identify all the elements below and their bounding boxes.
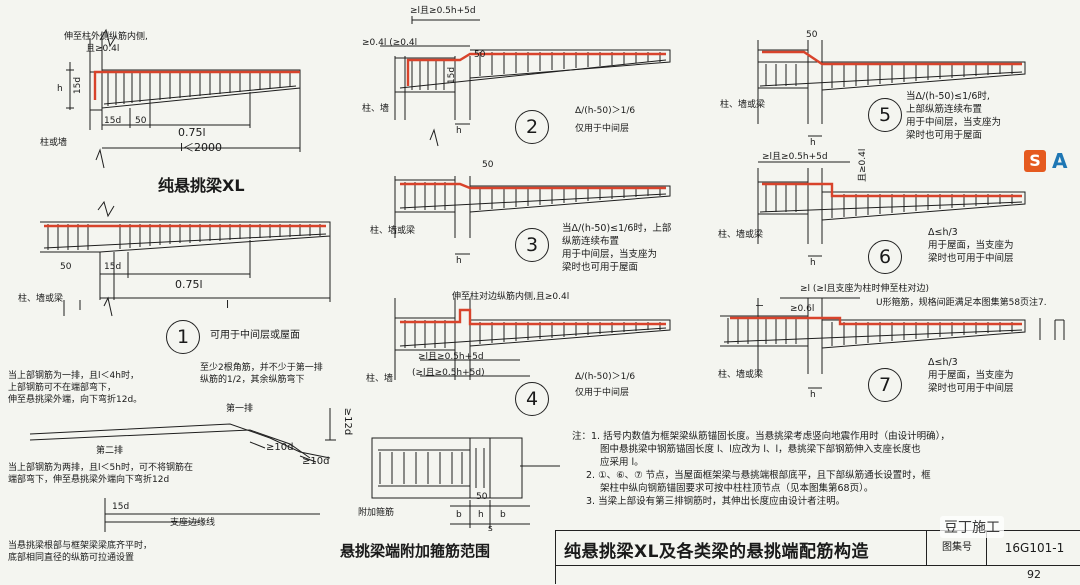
d5-support: 柱、墙或梁: [720, 100, 766, 110]
detail-number-5: 5: [868, 98, 902, 132]
d5-50: 50: [806, 30, 818, 40]
xl-support: 柱或墙: [40, 138, 68, 148]
detail-number-7: 7: [868, 368, 902, 402]
d1b-15d: 15d: [104, 262, 122, 272]
d2-15d: 15d: [447, 66, 458, 85]
detail-number-2: 2: [515, 110, 549, 144]
d2-condition: Δ/(h-50)＞1/6: [575, 106, 636, 116]
d6-hc: h: [810, 258, 816, 268]
detail-1b: [40, 200, 331, 317]
footer-page-number: 92: [1027, 568, 1041, 581]
brand-logo-icon: S: [1024, 150, 1046, 172]
stirrup-title: 悬挑梁端附加箍筋范围: [340, 542, 491, 560]
detail-number-3: 3: [515, 228, 549, 262]
bend-support-edge: 支座边缘线: [170, 518, 216, 528]
d6-notes: Δ≤h/3 用于屋面，当支座为 梁时也可用于中间层: [928, 227, 1014, 264]
d3-hc: h: [456, 256, 462, 266]
footer-atlas-label: 图集号: [926, 531, 987, 565]
title-block: 纯悬挑梁XL及各类梁的悬挑端配筋构造 图集号 16G101-1 92: [555, 530, 1080, 584]
d2-top-dim: ≥l且≥0.5h+5d: [410, 6, 476, 16]
xl-15d: 15d: [104, 116, 122, 126]
bend-row-2: 第二排: [96, 446, 124, 456]
d7-stirrup-note: U形箍筋，规格间距满足本图集第58页注7.: [876, 298, 1047, 308]
d4-dim-1: ≥l且≥0.5h+5d: [418, 352, 484, 362]
d7-top: ≥l (≥l且支座为柱时伸至柱对边): [800, 284, 929, 294]
brand-logo-letter: A: [1052, 149, 1068, 173]
xl-hb-label: h: [57, 84, 63, 94]
d2-left-dim: ≥0.4l (≥0.4l: [362, 38, 418, 48]
d4-top: 伸至柱对边纵筋内侧,且≥0.4l: [452, 292, 570, 302]
d4-description: 仅用于中间层: [575, 388, 630, 398]
d7-hc: h: [810, 390, 816, 400]
d7-support: 柱、墙或梁: [718, 370, 764, 380]
d1-description: 可用于中间层或屋面: [210, 330, 300, 341]
xl-title: 纯悬挑梁XL: [158, 176, 245, 195]
detail-number-6: 6: [868, 240, 902, 274]
bend-note-corner: 至少2根角筋，并不少于第一排 纵筋的1/2，其余纵筋弯下: [200, 363, 323, 385]
xl-l2000: l＜2000: [180, 141, 223, 154]
xl-anchor-note-2: 且≥0.4l: [86, 44, 120, 54]
stirrup-label: 附加箍筋: [358, 508, 395, 518]
top-rebar: [44, 50, 1022, 326]
footer-title: 纯悬挑梁XL及各类梁的悬挑端配筋构造: [564, 542, 869, 562]
d5-notes: 当Δ/(h-50)≤1/6时, 上部纵筋连续布置 用于中间层，当支座为 梁时也可…: [906, 91, 1002, 141]
watermark-badge: 豆丁施工: [940, 516, 1004, 538]
xl-15d-vert: 15d: [73, 76, 84, 95]
detail-3: [394, 176, 671, 255]
d3-support: 柱、墙或梁: [370, 226, 416, 236]
stirrup-50: 50: [476, 492, 488, 502]
d1b-075l: 0.75l: [175, 278, 203, 291]
bend-12d: ≥12d: [342, 407, 354, 436]
general-notes: 注：1. 括号内数值为框架梁纵筋锚固长度。当悬挑梁考虑竖向地震作用时（由设计明确…: [572, 431, 950, 507]
d4-dim-2: (≥l且≥0.5h+5d): [412, 368, 485, 378]
d2-50: 50: [474, 50, 486, 60]
d7-06: ≥0.6l: [790, 304, 815, 314]
detail-7: [720, 297, 1065, 389]
detail-5: [757, 40, 1026, 137]
stirrup-s: s: [488, 524, 493, 534]
xl-50: 50: [135, 116, 147, 126]
d2-description: 仅用于中间层: [575, 124, 630, 134]
detail-number-4: 4: [515, 382, 549, 416]
detail-2: [380, 16, 671, 147]
d7-notes: Δ≤h/3 用于屋面，当支座为 梁时也可用于中间层: [928, 357, 1014, 394]
d3-notes: 当Δ/(h-50)≤1/6时，上部 纵筋连续布置 用于中间层，当支座为 梁时也可…: [562, 223, 672, 273]
d2-hc: h: [456, 126, 462, 136]
d1b-support: 柱、墙或梁: [18, 294, 64, 304]
bend-note-flush: 当悬挑梁根部与框架梁梁底齐平时， 底部相同直径的纵筋可拉通设置: [8, 541, 153, 563]
stirrup-b: b: [456, 510, 462, 520]
xl-075l: 0.75l: [178, 126, 206, 139]
d7-vertical: l: [755, 304, 766, 307]
bend-row-1: 第一排: [226, 404, 254, 414]
d6-top: ≥l且≥0.5h+5d: [762, 152, 828, 162]
bend-note-one-row: 当上部钢筋为一排，且l＜4h时， 上部钢筋可不在端部弯下， 伸至悬挑梁外端，向下…: [8, 371, 143, 405]
detail-number-1: 1: [166, 320, 200, 354]
stirrup-b2: b: [500, 510, 506, 520]
d4-support: 柱、墙: [366, 374, 394, 384]
d2-support: 柱、墙: [362, 104, 390, 114]
d6-support: 柱、墙或梁: [718, 230, 764, 240]
d1b-l: l: [226, 298, 230, 311]
footer-signature-row: 92: [556, 565, 1080, 585]
detail-xl: [66, 28, 301, 169]
stirrup-h: h: [478, 510, 484, 520]
d3-50: 50: [482, 160, 494, 170]
d5-hc: h: [810, 138, 816, 148]
bend-diagrams: [29, 408, 336, 532]
detail-4: [394, 298, 671, 380]
xl-anchor-note-1: 伸至柱外侧纵筋内侧,: [64, 32, 148, 42]
d1b-50: 50: [60, 262, 72, 272]
bend-note-two-rows: 当上部钢筋为两排，且l＜5h时，可不将钢筋在 端部弯下，伸至悬挑梁外端向下弯折1…: [8, 463, 193, 485]
bend-15d: 15d: [112, 502, 130, 512]
d6-vertical: 且≥0.4l: [858, 148, 868, 182]
footer-atlas-code: 16G101-1: [986, 531, 1080, 565]
stirrup-detail: [371, 437, 560, 528]
d4-condition: Δ/(h-50)＞1/6: [575, 372, 636, 382]
bend-10d-2: ≥10d: [302, 456, 330, 467]
bend-10d-1: ≥10d: [266, 442, 294, 453]
